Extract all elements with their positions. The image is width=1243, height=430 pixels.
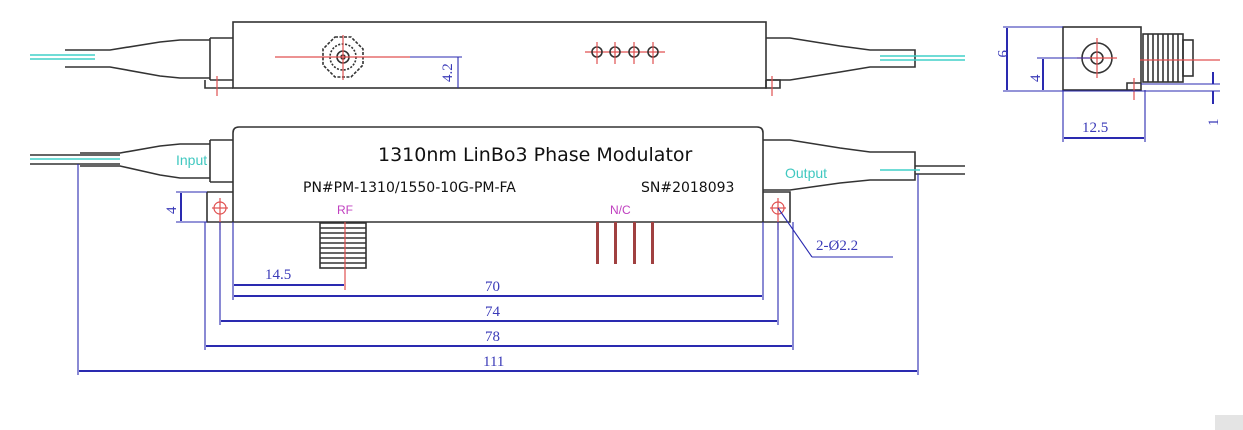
corner-widget xyxy=(1215,415,1243,430)
serial-number: SN#2018093 xyxy=(641,180,734,196)
front-view: Input 1310nm LinBo3 Phase Modulator PN#P… xyxy=(30,126,965,375)
dim-base-len: 78 xyxy=(485,329,500,345)
top-view: 4.2 xyxy=(30,21,965,96)
end-view: 9 4 12.5 1 xyxy=(994,26,1222,142)
dim-top-height: 4.2 xyxy=(440,63,456,82)
dim-end-offset: 1 xyxy=(1206,119,1222,127)
dim-end-width: 12.5 xyxy=(1082,120,1108,136)
part-number: PN#PM-1310/1550-10G-PM-FA xyxy=(303,180,516,196)
dim-rf-offset: 14.5 xyxy=(265,267,291,283)
hole-callout: 2-Ø2.2 xyxy=(816,238,858,254)
dc-pins-top xyxy=(585,42,665,64)
dc-pins-front xyxy=(596,222,654,264)
input-label: Input xyxy=(176,152,207,168)
dim-total-len: 111 xyxy=(483,354,504,370)
dim-body-len: 70 xyxy=(485,279,500,295)
fiber-boot-left-top xyxy=(65,39,210,79)
top-body xyxy=(232,21,767,89)
dim-end-center: 4 xyxy=(1028,74,1044,82)
dim-end-height: 9 xyxy=(994,50,1010,58)
output-label: Output xyxy=(785,165,827,181)
device-title: 1310nm LinBo3 Phase Modulator xyxy=(378,144,693,166)
rf-connector-front xyxy=(319,222,367,290)
nc-label: N/C xyxy=(610,203,631,217)
rf-connector-end xyxy=(1142,33,1194,83)
dim-hole-pitch: 74 xyxy=(485,304,501,320)
dim-ear-height: 4 xyxy=(164,206,180,214)
rf-label: RF xyxy=(337,203,353,217)
front-body xyxy=(232,126,764,222)
